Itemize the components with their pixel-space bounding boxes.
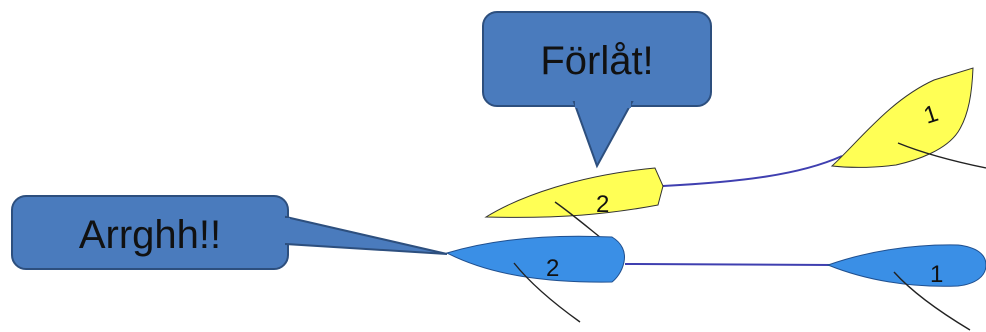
arrghh-speech-bubble: Arrghh!! xyxy=(11,195,448,270)
blue-boat-2: 2 xyxy=(445,235,625,323)
blue-connection-line xyxy=(624,263,833,266)
yellow-boat-1: 1 xyxy=(830,67,986,169)
yellow-boat-2: 2 xyxy=(484,167,664,243)
yellow-connection-line xyxy=(662,155,843,187)
blue-boat-2-number: 2 xyxy=(546,255,559,282)
blue-boat-1: 1 xyxy=(826,244,986,331)
forlat-speech-text: Förlåt! xyxy=(540,39,653,83)
forlat-speech-bubble: Förlåt! xyxy=(482,11,712,169)
arrghh-speech-text: Arrghh!! xyxy=(79,213,221,257)
blue-boat-1-number: 1 xyxy=(930,261,943,288)
yellow-boat-2-number: 2 xyxy=(596,191,609,218)
